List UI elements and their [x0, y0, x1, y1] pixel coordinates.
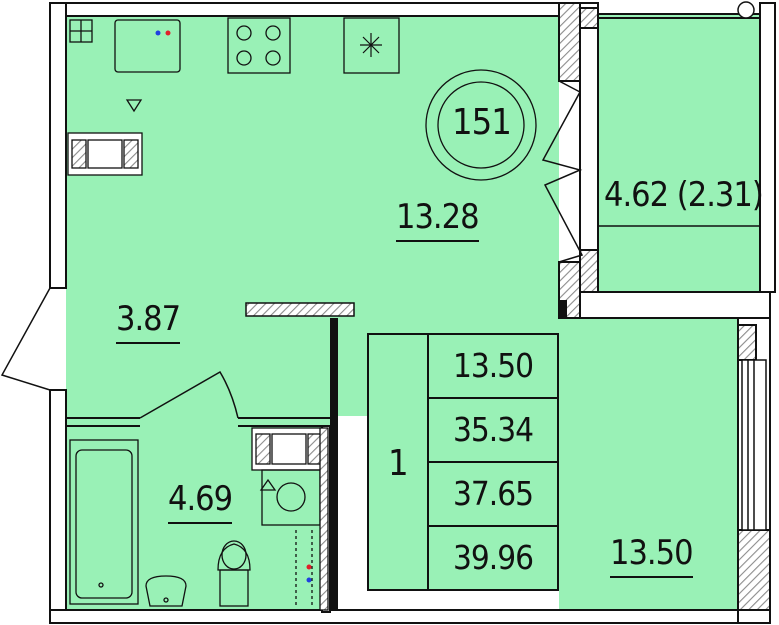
apartment-number: 151: [452, 102, 512, 143]
toilet-icon: [217, 543, 251, 571]
vent-icon: [125, 99, 143, 113]
kitchen-fixtures: [67, 17, 400, 176]
summary-value-with-balcony: 37.65: [453, 474, 534, 513]
bathroom-door: [139, 370, 239, 419]
window-right: [741, 359, 767, 531]
balcony-door: [541, 80, 584, 263]
bedroom-partition: [330, 318, 338, 610]
sink-icon: [114, 19, 181, 73]
room-area-balcony: 4.62 (2.31): [604, 175, 764, 215]
stove-icon: [227, 17, 291, 74]
washbasin-icon: [145, 575, 187, 607]
fridge-icon: [343, 17, 400, 74]
room-count: 1: [388, 443, 409, 484]
partition-stub: [559, 300, 567, 318]
apartment-number-circles: [425, 69, 537, 181]
bathtub-icon: [69, 439, 139, 605]
balcony-floor: [598, 14, 768, 292]
entrance-door: [0, 287, 51, 391]
summary-value-total: 35.34: [453, 410, 534, 449]
summary-value-full: 39.96: [453, 538, 534, 577]
summary-value-living: 13.50: [453, 346, 534, 385]
room-area-living: 13.28: [396, 200, 480, 242]
balcony-railing: [598, 1, 760, 227]
room-area-bedroom: 13.50: [610, 536, 694, 578]
partition-bar: [245, 302, 355, 317]
room-area-hall: 3.87: [116, 302, 181, 344]
summary-table: [367, 333, 559, 591]
bathroom-fixtures: [69, 427, 329, 611]
room-area-bathroom: 4.69: [168, 482, 233, 524]
